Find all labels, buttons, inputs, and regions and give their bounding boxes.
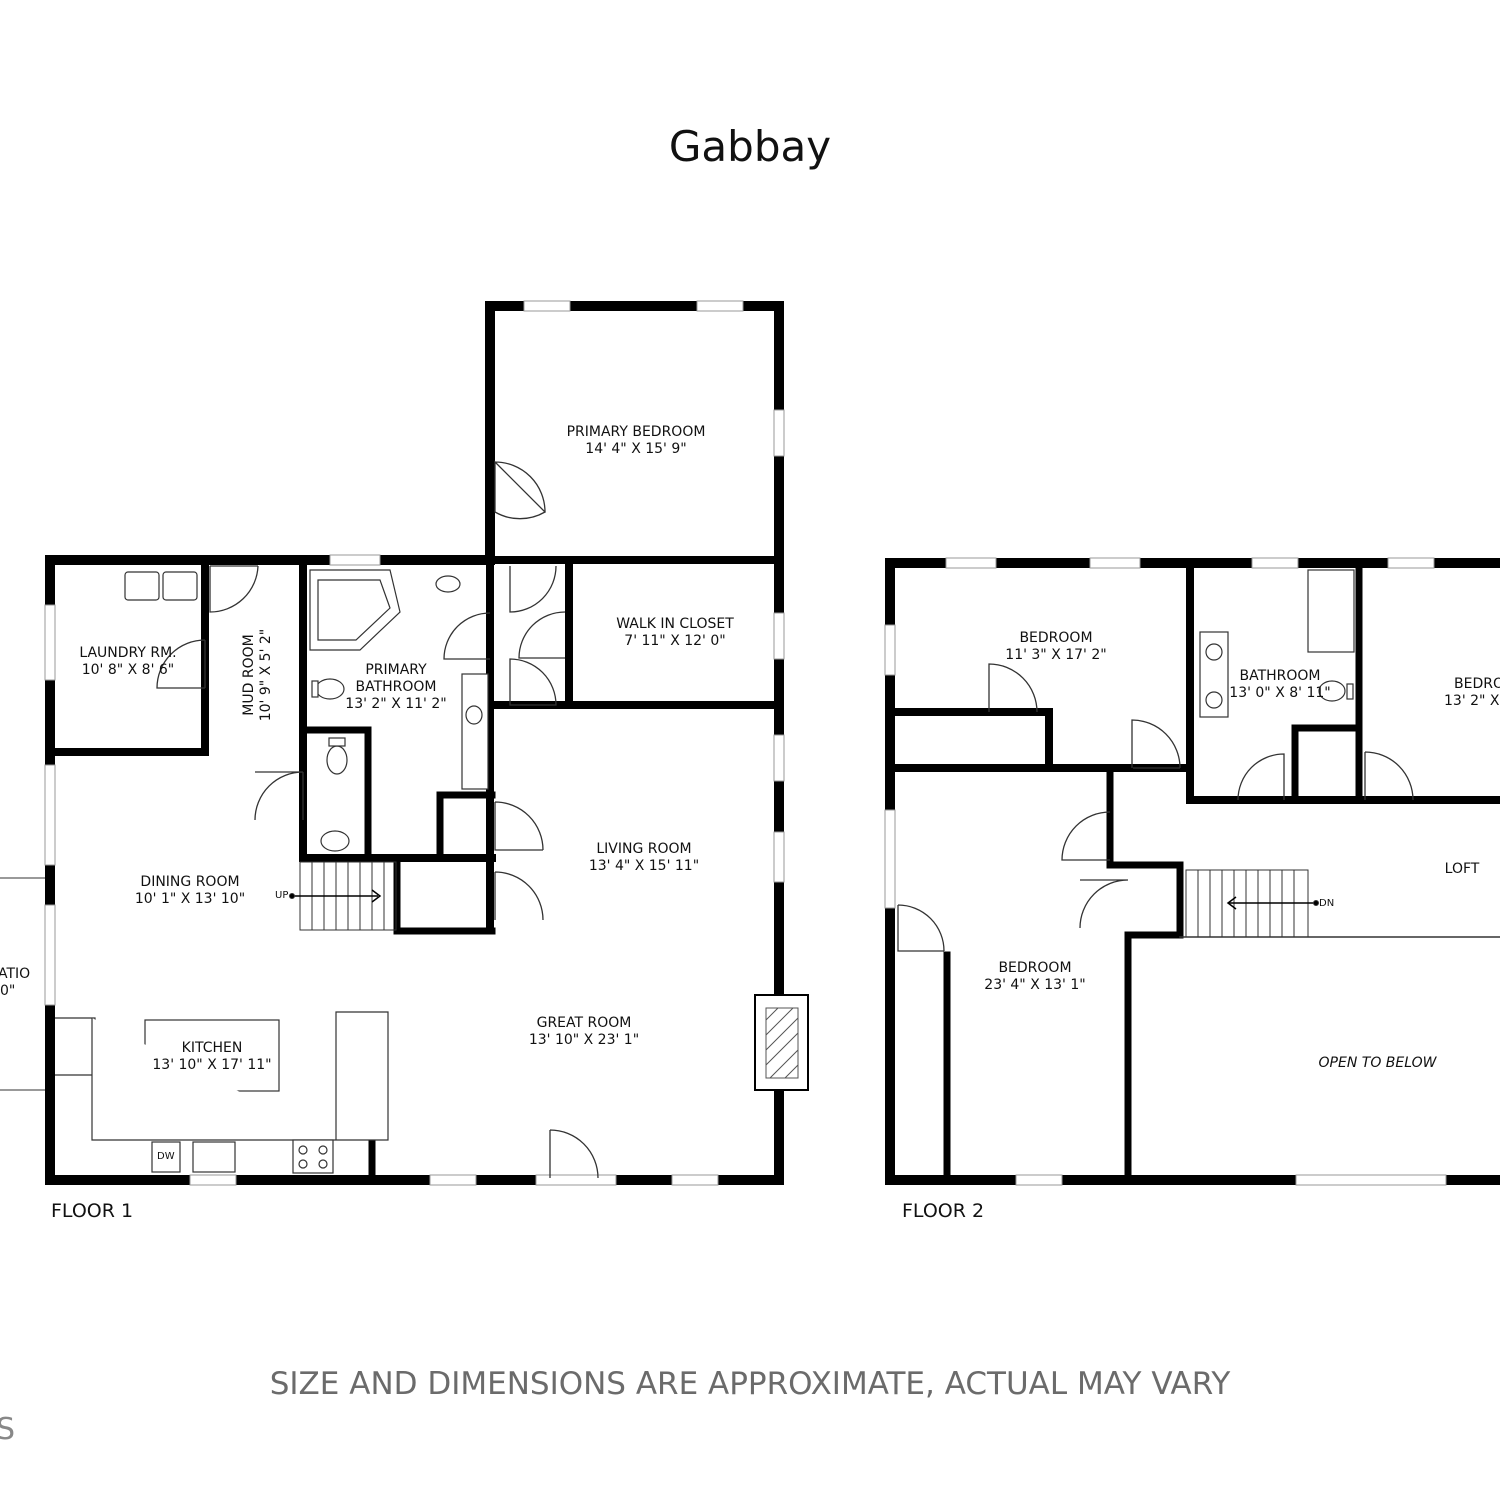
- room-name: WALK IN CLOSET: [616, 616, 734, 632]
- room-dimensions: 13' 10" X 23' 1": [528, 1032, 640, 1048]
- room-dimensions: 13' 0" X 8' 11": [1229, 685, 1331, 701]
- floor-1-doors: [156, 460, 599, 1179]
- room-dimensions: 10' 9" X 5' 2": [258, 628, 274, 722]
- room-name: PRIMARY BEDROOM: [566, 424, 706, 440]
- room-name: LAUNDRY RM.: [79, 645, 177, 661]
- floor-1-windows: [44, 300, 785, 1186]
- floor-2-label: FLOOR 2: [902, 1200, 985, 1222]
- room-name: LOFT: [1444, 861, 1480, 877]
- floor-2-walls: [885, 558, 1500, 1185]
- floor-1-fixtures: [55, 569, 489, 1174]
- room-dimensions: 13' 10" X 17' 11": [152, 1057, 272, 1073]
- room-name: ATIO: [0, 966, 31, 982]
- stairs-up-label: UP: [275, 890, 289, 901]
- room-name: BEDRO: [1454, 676, 1500, 692]
- room-dimensions: 10' 1" X 13' 10": [134, 891, 246, 907]
- room-dining-room: DINING ROOM 10' 1" X 13' 10": [120, 874, 260, 908]
- room-dimensions: 0": [0, 983, 16, 999]
- floor-1-label: FLOOR 1: [51, 1200, 134, 1222]
- room-patio: ATIO 0": [0, 966, 32, 1000]
- floor-1-stairs: [289, 861, 397, 931]
- room-walk-in-closet: WALK IN CLOSET 7' 11" X 12' 0": [600, 616, 750, 650]
- patio-outline: [0, 877, 45, 1091]
- room-bedroom-3: BEDROOM 23' 4" X 13' 1": [965, 960, 1105, 994]
- room-name: LIVING ROOM: [596, 841, 692, 857]
- room-dimensions: 10' 8" X 8' 6": [81, 662, 175, 678]
- room-name: BEDROOM: [1019, 630, 1093, 646]
- disclaimer-text: SIZE AND DIMENSIONS ARE APPROXIMATE, ACT…: [269, 1366, 1231, 1402]
- room-name: GREAT ROOM: [536, 1015, 632, 1031]
- floor-2-doors: [897, 663, 1414, 952]
- room-living-room: LIVING ROOM 13' 4" X 15' 11": [574, 841, 714, 875]
- room-bathroom: BATHROOM 13' 0" X 8' 11": [1220, 668, 1340, 702]
- open-to-below: OPEN TO BELOW: [1300, 1055, 1455, 1072]
- room-primary-bedroom: PRIMARY BEDROOM 14' 4" X 15' 9": [556, 424, 716, 458]
- room-dimensions: 13' 4" X 15' 11": [588, 858, 700, 874]
- room-name: BATHROOM: [1239, 668, 1321, 684]
- room-great-room: GREAT ROOM 13' 10" X 23' 1": [514, 1015, 654, 1049]
- room-name: OPEN TO BELOW: [1318, 1055, 1437, 1071]
- room-dimensions: 23' 4" X 13' 1": [984, 977, 1086, 993]
- room-laundry: LAUNDRY RM. 10' 8" X 8' 6": [58, 645, 198, 679]
- room-name: BEDROOM: [998, 960, 1072, 976]
- stairs-down-label: DN: [1319, 898, 1335, 909]
- room-kitchen: KITCHEN 13' 10" X 17' 11": [145, 1040, 279, 1074]
- room-bedroom-2: BEDRO 13' 2" X 1: [1440, 676, 1500, 710]
- room-name: MUD ROOM: [241, 634, 257, 716]
- room-bedroom-1: BEDROOM 11' 3" X 17' 2": [986, 630, 1126, 664]
- room-dimensions: 11' 3" X 17' 2": [1005, 647, 1107, 663]
- floor-2-windows: [884, 557, 1447, 1186]
- corner-mark: S: [0, 1412, 16, 1447]
- room-mud-room: MUD ROOM 10' 9" X 5' 2": [241, 610, 275, 740]
- floor-2-fixtures: [1199, 569, 1355, 718]
- room-dimensions: 13' 2" X 1: [1444, 693, 1500, 709]
- room-loft: LOFT: [1422, 861, 1500, 878]
- room-primary-bathroom: PRIMARY BATHROOM 13' 2" X 11' 2": [336, 662, 456, 713]
- room-name: DINING ROOM: [140, 874, 240, 890]
- floor-2-stairs: [1185, 869, 1319, 938]
- dishwasher-label: DW: [157, 1151, 175, 1162]
- room-dimensions: 7' 11" X 12' 0": [624, 633, 726, 649]
- fireplace: [754, 994, 809, 1091]
- room-dimensions: 13' 2" X 11' 2": [345, 696, 447, 712]
- room-dimensions: 14' 4" X 15' 9": [585, 441, 687, 457]
- room-name: KITCHEN: [181, 1040, 243, 1056]
- room-name: PRIMARY BATHROOM: [355, 662, 437, 695]
- plan-title: Gabbay: [668, 122, 832, 171]
